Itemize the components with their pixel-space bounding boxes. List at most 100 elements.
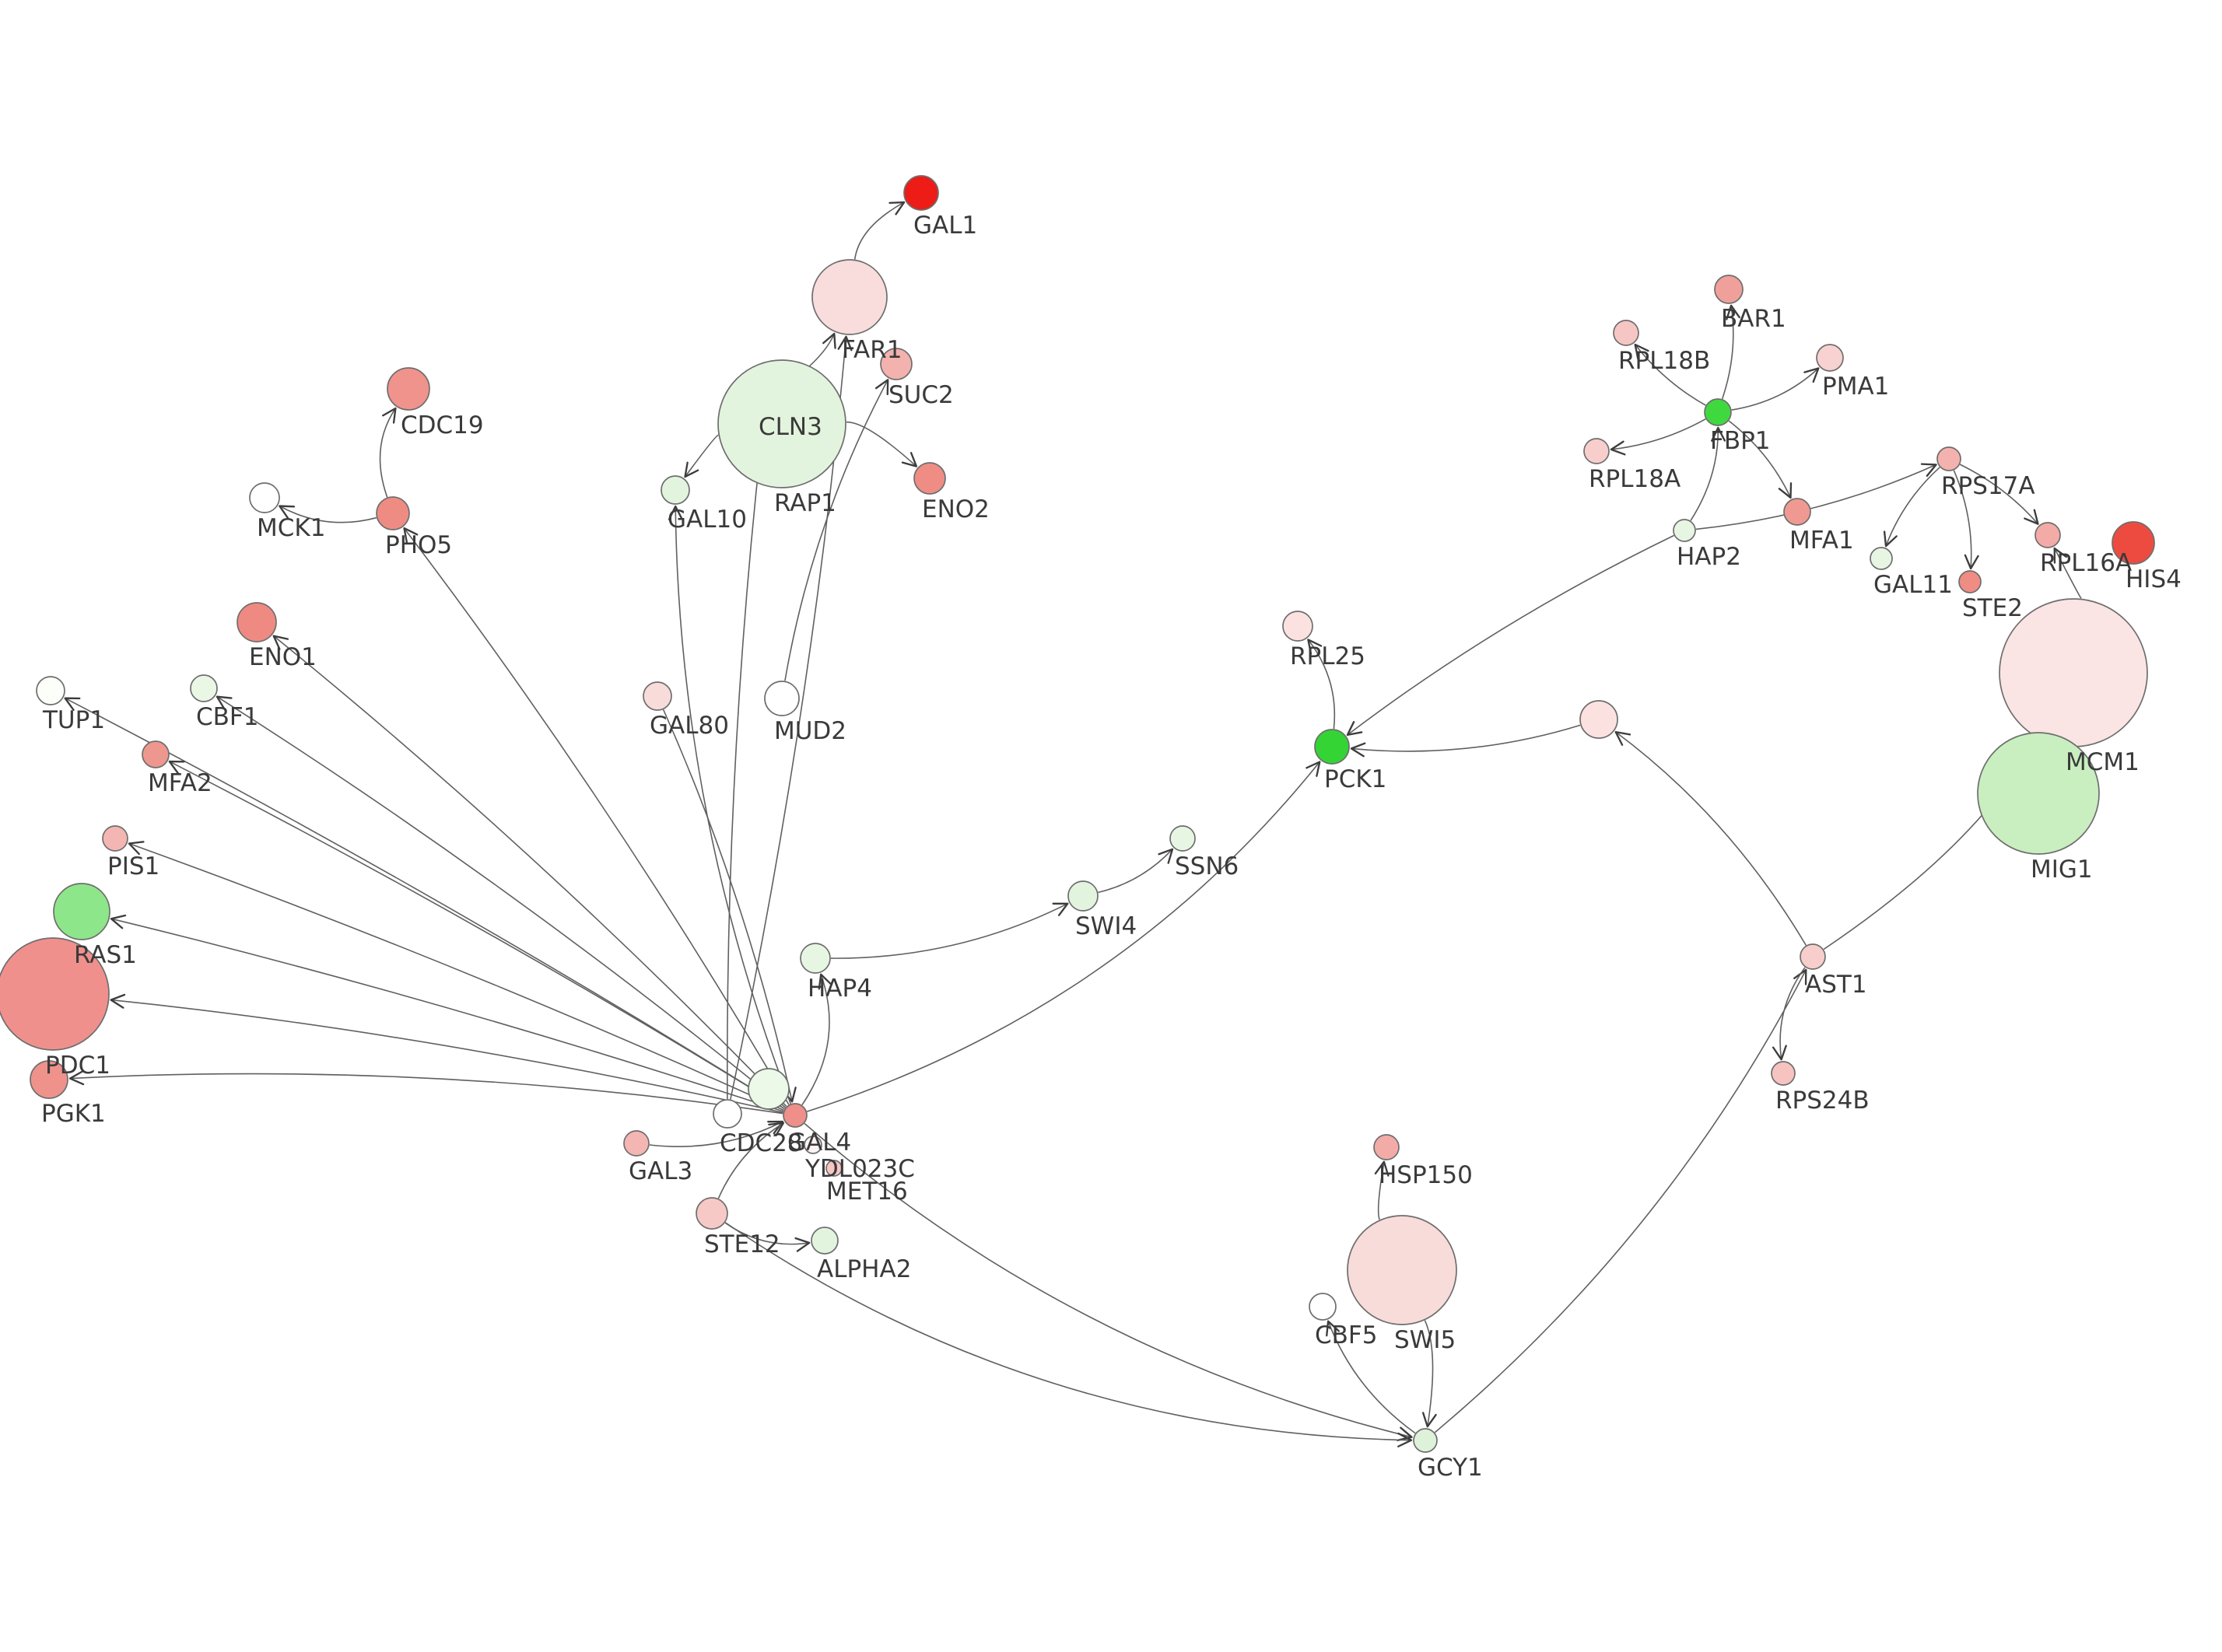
edge-GAL4-GAL10[interactable] (668, 505, 792, 1104)
node-MIG1[interactable] (1977, 732, 2100, 855)
node-label-HSP150: HSP150 (1379, 1161, 1473, 1189)
node-PDC1[interactable] (0, 937, 110, 1051)
node-PHO5[interactable] (376, 496, 410, 530)
node-STE2[interactable] (1958, 570, 1982, 593)
edge-GAL4-RAS1[interactable] (110, 914, 784, 1112)
edge-GAL80-GAL4[interactable] (662, 709, 797, 1103)
edge-AST1-RPS24B[interactable] (1772, 967, 1806, 1061)
node-RPS24B[interactable] (1771, 1061, 1796, 1086)
node-SUC2[interactable] (880, 348, 913, 380)
node-GAL4[interactable] (783, 1103, 808, 1128)
node-GAL1[interactable] (903, 175, 939, 211)
edge-GCY1-CBF5[interactable] (1326, 1320, 1416, 1434)
node-ENO2[interactable] (913, 462, 946, 495)
edge-RPS17A-RPL16A[interactable] (1959, 464, 2039, 525)
node-MCK1[interactable] (249, 482, 280, 513)
node-CDC28[interactable] (713, 1099, 742, 1129)
node-SWI5[interactable] (1347, 1215, 1457, 1325)
node-YDL023C[interactable] (804, 1136, 822, 1154)
node-label-MFA2: MFA2 (148, 769, 212, 797)
node-RPL16A[interactable] (2034, 522, 2061, 548)
edge-PHO5-CDC19[interactable] (379, 407, 397, 498)
edge-RAP1-ENO2[interactable] (846, 421, 918, 467)
node-MET16[interactable] (825, 1160, 843, 1177)
node-RPL25[interactable] (1282, 611, 1313, 642)
edge-GAL4-PIS1[interactable] (128, 841, 784, 1111)
edge-MUD2-SUC2[interactable] (784, 379, 889, 681)
node-GAL10[interactable] (661, 475, 690, 505)
node-FAR1[interactable] (811, 259, 888, 335)
node-RAP1[interactable] (717, 359, 846, 488)
node-MFA1[interactable] (1783, 498, 1811, 526)
node-TUP1[interactable] (36, 676, 65, 705)
node-STE12[interactable] (696, 1197, 728, 1230)
node-CDC19[interactable] (387, 367, 430, 411)
node-n2[interactable] (748, 1068, 790, 1110)
edge-FBP1-MFA1[interactable] (1728, 420, 1793, 499)
edge-GAL4-PDC1[interactable] (110, 993, 783, 1114)
edge-FBP1-RPL18A[interactable] (1610, 418, 1706, 456)
edge-HAP2-FBP1[interactable] (1690, 426, 1726, 521)
node-GAL11[interactable] (1870, 547, 1893, 570)
edge-HAP2-RPS17A[interactable] (1695, 463, 1937, 530)
edge-SWI5-HSP150[interactable] (1374, 1160, 1390, 1220)
node-HAP2[interactable] (1673, 519, 1696, 542)
node-ENO1[interactable] (237, 602, 277, 642)
node-SSN6[interactable] (1169, 825, 1196, 852)
edge-STE12-GAL4[interactable] (717, 1122, 785, 1199)
node-MFA2[interactable] (142, 740, 170, 768)
edge-SWI5-GCY1[interactable] (1421, 1320, 1437, 1428)
edge-FAR1-GAL1[interactable] (853, 201, 906, 260)
edge-GAL4-PCK1[interactable] (806, 761, 1321, 1112)
edge-GAL4-PGK1[interactable] (68, 1070, 783, 1115)
node-RPS17A[interactable] (1936, 446, 1961, 471)
node-MUD2[interactable] (764, 681, 800, 716)
edge-GAL3-GAL4[interactable] (649, 1120, 784, 1147)
edge-GAL4-CBF1[interactable] (216, 695, 787, 1108)
edge-FBP1-RPL18B[interactable] (1634, 343, 1706, 406)
edge-PHO5-MCK1[interactable] (279, 505, 377, 523)
node-FBP1[interactable] (1704, 398, 1732, 426)
edge-GAL4-TUP1[interactable] (64, 697, 785, 1110)
edge-GAL4-MFA2[interactable] (168, 760, 785, 1110)
node-HAP4[interactable] (800, 943, 831, 974)
node-PCK1[interactable] (1314, 729, 1350, 765)
node-HSP150[interactable] (1373, 1134, 1400, 1160)
node-GAL3[interactable] (623, 1130, 650, 1157)
edge-RPS17A-GAL11[interactable] (1883, 467, 1940, 548)
node-HIS4[interactable] (2112, 521, 2155, 565)
node-RPL18B[interactable] (1613, 320, 1639, 346)
edge-HAP4-SWI4[interactable] (830, 902, 1069, 959)
edge-RPS17A-STE2[interactable] (1953, 470, 1979, 570)
edge-CDC28-CLN3[interactable] (726, 412, 771, 1100)
edge-SWI4-SSN6[interactable] (1098, 848, 1174, 894)
edge-FBP1-PMA1[interactable] (1731, 367, 1820, 411)
edge-GAL4-ENO1[interactable] (272, 635, 787, 1108)
node-BAR1[interactable] (1714, 275, 1744, 304)
edge-HAP2-PCK1[interactable] (1346, 534, 1674, 737)
node-PGK1[interactable] (30, 1060, 68, 1099)
node-ALPHA2[interactable] (811, 1227, 839, 1255)
node-n1[interactable] (1579, 700, 1618, 739)
node-CBF5[interactable] (1309, 1293, 1337, 1321)
edge-n1-PCK1[interactable] (1350, 724, 1581, 758)
edge-PCK1-RPL25[interactable] (1307, 639, 1336, 730)
node-SWI4[interactable] (1067, 880, 1099, 912)
node-CBF1[interactable] (190, 674, 218, 702)
edge-FBP1-BAR1[interactable] (1721, 304, 1740, 400)
edge-GAL4-GCY1[interactable] (804, 1122, 1413, 1441)
edge-RAP1-GAL10[interactable] (684, 434, 719, 478)
node-GCY1[interactable] (1413, 1428, 1438, 1453)
edge-GAL4-HAP4[interactable] (801, 973, 832, 1106)
edge-GCY1-AST1[interactable] (1434, 968, 1807, 1433)
node-RPL18A[interactable] (1583, 438, 1610, 464)
node-GAL80[interactable] (643, 681, 672, 711)
edge-STE12-GCY1[interactable] (724, 1222, 1413, 1447)
edge-AST1-n1[interactable] (1614, 730, 1807, 946)
node-PIS1[interactable] (102, 825, 128, 852)
node-RAS1[interactable] (53, 883, 110, 940)
node-PMA1[interactable] (1816, 344, 1844, 372)
edge-GAL4-PHO5[interactable] (403, 527, 790, 1105)
node-AST1[interactable] (1800, 943, 1826, 970)
